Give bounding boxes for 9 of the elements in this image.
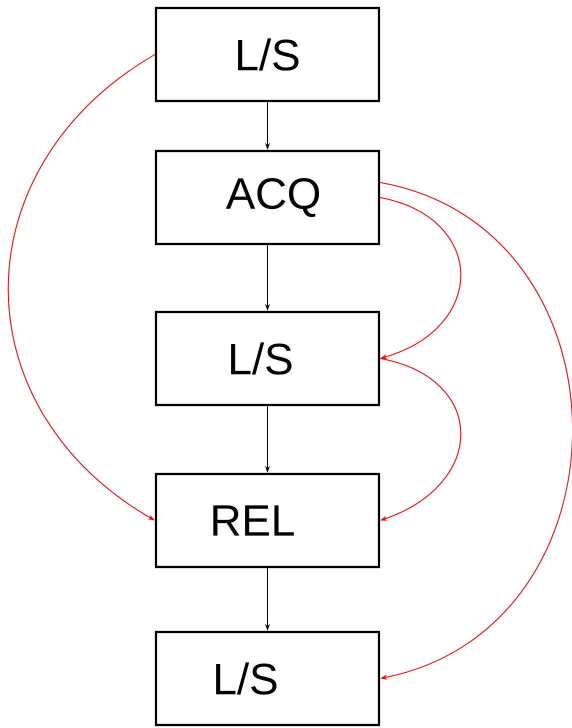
curved-arrow xyxy=(8,54,156,520)
process-box: REL xyxy=(154,472,380,568)
curved-arrow xyxy=(380,358,462,521)
process-box: L/S xyxy=(154,6,380,102)
process-box: L/S xyxy=(154,310,380,406)
curved-arrow xyxy=(380,182,572,680)
process-box: L/S xyxy=(154,630,380,726)
curved-arrow xyxy=(380,197,462,359)
process-box: ACQ xyxy=(154,150,380,246)
